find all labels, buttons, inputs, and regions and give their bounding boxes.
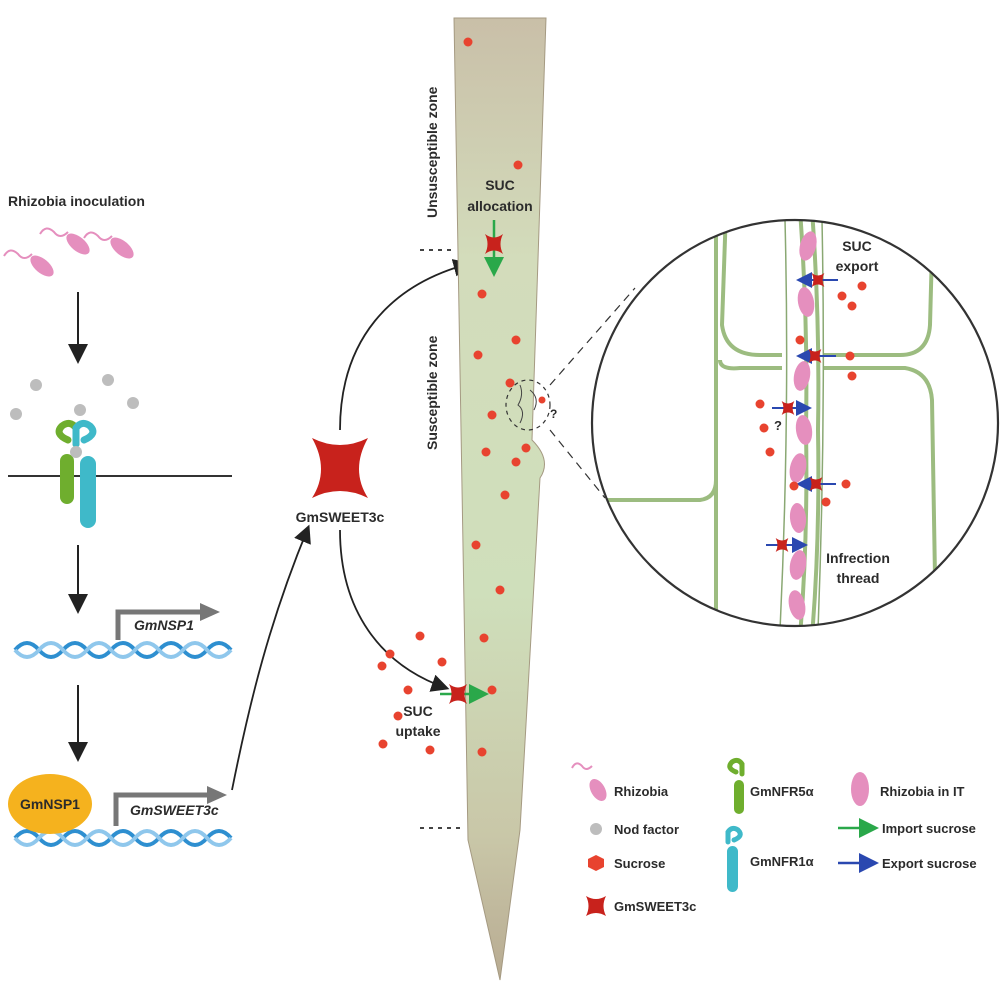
- bound-nod-factor: [70, 446, 82, 458]
- rhizobium-icon: [39, 227, 95, 260]
- legend-transporter-label: GmSWEET3c: [614, 899, 696, 914]
- zoom-line-top: [549, 287, 636, 386]
- rhizobia-legend-icon: [571, 762, 607, 801]
- gmnsp1-protein: GmNSP1: [8, 774, 92, 834]
- legend-nfr5: GmNFR5α: [727, 757, 814, 814]
- nod-factor-group: [10, 374, 139, 420]
- nfr5-legend-icon: [727, 757, 745, 814]
- export-label-line2: export: [836, 258, 879, 274]
- legend-import-label: Import sucrose: [882, 821, 976, 836]
- allocation-label-line1: SUC: [485, 177, 515, 193]
- legend-nfr5-label: GmNFR5α: [750, 784, 814, 799]
- root: Unsusceptible zone Susceptible zone SUC …: [377, 17, 557, 981]
- legend-rhizobia-label: Rhizobia: [614, 784, 669, 799]
- rhizobium-icon: [3, 249, 59, 282]
- legend-sucrose-label: Sucrose: [614, 856, 665, 871]
- legend-rhizobia: Rhizobia: [571, 762, 669, 801]
- legend-nfr1-label: GmNFR1α: [750, 854, 814, 869]
- rhizobia-it-legend-icon: [851, 772, 869, 806]
- legend-import: Import sucrose: [838, 818, 976, 838]
- arrow-to-transporter: [231, 524, 311, 791]
- uptake-label-line1: SUC: [403, 703, 433, 719]
- infection-site: ?: [505, 379, 557, 431]
- legend-nod-factor: Nod factor: [590, 822, 679, 837]
- susceptible-zone-label: Susceptible zone: [424, 335, 440, 450]
- unsusceptible-zone-label: Unsusceptible zone: [424, 86, 440, 218]
- root-body: [453, 17, 547, 981]
- circle-sucrose-dots: [755, 281, 867, 507]
- magnified-view: ? SUC export Infrection thread: [590, 218, 1000, 628]
- receptor-complex: [8, 419, 232, 528]
- transporter-label: GmSWEET3c: [296, 509, 385, 525]
- sucrose-dots: [377, 37, 546, 757]
- transporter-legend-icon: [586, 896, 606, 916]
- magnify-circle-border: [590, 218, 1000, 628]
- nod-factor-dot: [30, 379, 42, 391]
- allocation-label-line2: allocation: [467, 198, 532, 214]
- nfr1-legend-icon: [725, 825, 743, 892]
- dna-gmsweet3c: GmSWEET3c: [13, 786, 233, 847]
- arrow-to-allocation: [339, 259, 472, 431]
- dna-gmnsp1: GmNSP1: [13, 603, 233, 659]
- inoculation-label: Rhizobia inoculation: [8, 193, 145, 209]
- legend-nod-factor-label: Nod factor: [614, 822, 679, 837]
- export-label-line1: SUC: [842, 238, 872, 254]
- uptake-transporter-icon: [449, 684, 467, 704]
- legend-rhizobia-it-label: Rhizobia in IT: [880, 784, 965, 799]
- circle-question: ?: [774, 418, 782, 433]
- sucrose-legend-icon: [588, 855, 604, 871]
- zoom-line-bottom: [549, 429, 606, 499]
- arrow-to-uptake: [339, 529, 450, 692]
- gmnsp1-protein-label: GmNSP1: [20, 796, 80, 812]
- rhizobia-group: [3, 227, 139, 282]
- nfr1-receptor-icon: [72, 419, 97, 528]
- nod-factor-legend-icon: [590, 823, 602, 835]
- nod-factor-dot: [74, 404, 86, 416]
- gmsweet3c-gene-label: GmSWEET3c: [130, 802, 219, 818]
- rhizobia-in-it-group: [788, 231, 817, 620]
- transporter-icon: [312, 438, 368, 498]
- gmnsp1-gene-label: GmNSP1: [134, 617, 194, 633]
- it-label-line1: Infrection: [826, 550, 890, 566]
- rhizobium-icon: [83, 231, 139, 264]
- legend-transporter: GmSWEET3c: [586, 896, 696, 916]
- signaling-pathway: Rhizobia inoculation: [3, 193, 311, 847]
- legend-export-label: Export sucrose: [882, 856, 977, 871]
- legend: Rhizobia Nod factor Sucrose GmSWEET3c Gm…: [571, 757, 977, 916]
- nod-factor-dot: [127, 397, 139, 409]
- legend-sucrose: Sucrose: [588, 855, 665, 871]
- legend-export: Export sucrose: [838, 853, 977, 873]
- uptake-label-line2: uptake: [395, 723, 440, 739]
- infection-site-question: ?: [550, 407, 557, 421]
- nod-factor-dot: [102, 374, 114, 386]
- export-transporters: [766, 272, 838, 553]
- it-label-line2: thread: [837, 570, 880, 586]
- nod-factor-dot: [10, 408, 22, 420]
- legend-rhizobia-it: Rhizobia in IT: [851, 772, 965, 806]
- legend-nfr1: GmNFR1α: [725, 825, 814, 892]
- gmsweet3c-transporter: GmSWEET3c: [296, 259, 472, 692]
